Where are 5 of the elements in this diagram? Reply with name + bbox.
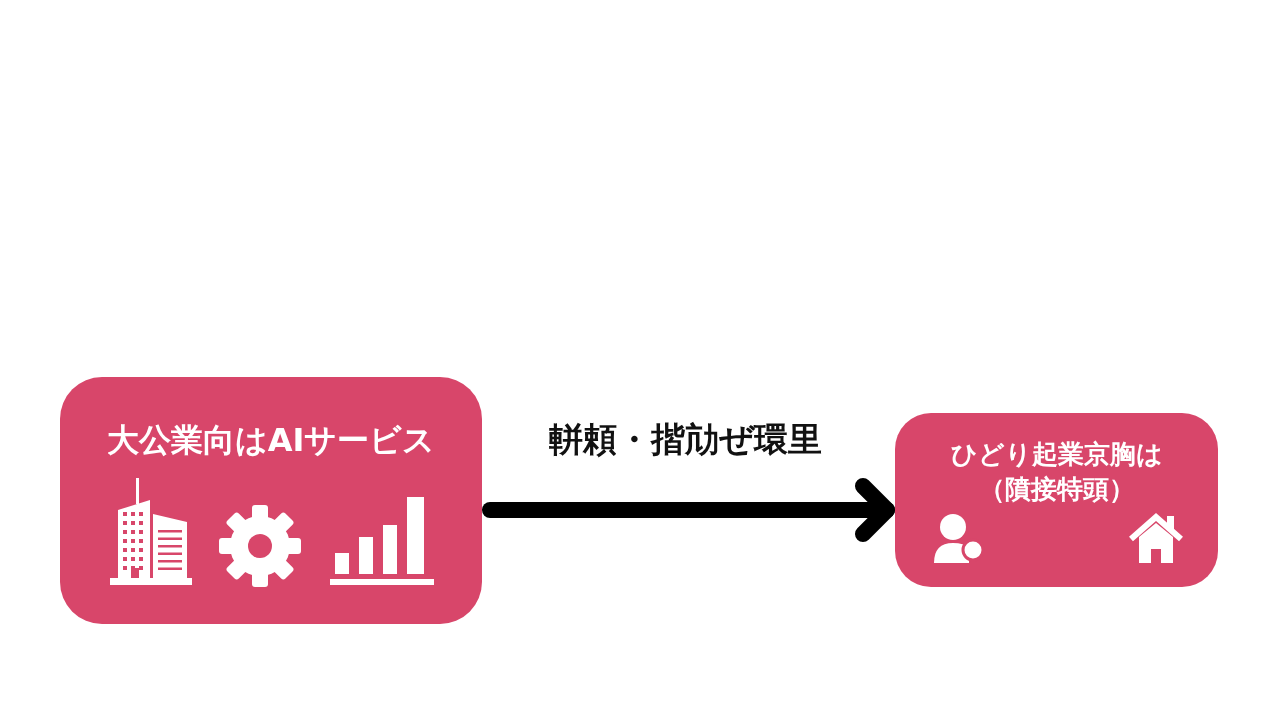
box-title: ひどり起業京胸は（隫接特頭） [949,438,1164,507]
rounded-box [895,413,1218,587]
rounded-box [60,377,482,624]
arrow [482,478,895,542]
box-title: 大公業向はAIサービス [106,420,436,461]
